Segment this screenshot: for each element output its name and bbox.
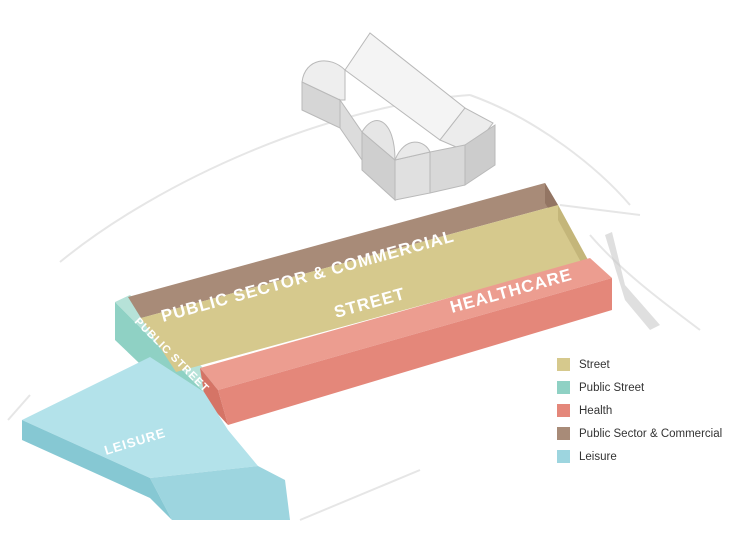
legend-swatch <box>557 427 570 440</box>
legend-swatch <box>557 450 570 463</box>
legend-swatch <box>557 358 570 371</box>
leisure-zone <box>22 357 290 520</box>
legend: Street Public Street Health Public Secto… <box>557 353 722 468</box>
street-zone <box>141 205 588 372</box>
walkway <box>605 232 660 330</box>
healthcare-zone <box>200 258 612 425</box>
legend-swatch <box>557 381 570 394</box>
legend-item-public-sector: Public Sector & Commercial <box>557 422 722 445</box>
legend-item-health: Health <box>557 399 722 422</box>
legend-label: Street <box>579 358 610 371</box>
legend-swatch <box>557 404 570 417</box>
existing-building <box>301 32 496 202</box>
legend-label: Public Sector & Commercial <box>579 427 723 440</box>
legend-label: Leisure <box>579 450 617 463</box>
legend-item-street: Street <box>557 353 722 376</box>
legend-item-public-street: Public Street <box>557 376 722 399</box>
legend-label: Health <box>579 404 613 417</box>
legend-item-leisure: Leisure <box>557 445 722 468</box>
legend-label: Public Street <box>579 381 645 394</box>
